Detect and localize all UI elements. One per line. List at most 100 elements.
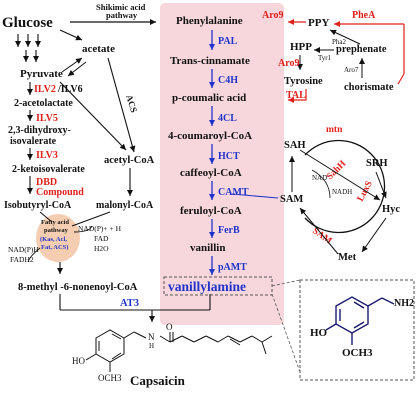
vanillin-label: vanillin — [190, 242, 225, 254]
capsaicin-ho: HO — [72, 356, 85, 366]
ferb-enzyme: FerB — [218, 225, 240, 236]
fatty-acid-enzymes-1: (Kas, Acl, — [40, 236, 67, 243]
pamt-enzyme: pAMT — [218, 262, 247, 273]
capsaicin-h: H — [149, 342, 154, 350]
capsaicin-och3: OCH3 — [98, 373, 122, 383]
ilv5-enzyme: ILV5 — [36, 113, 58, 124]
acetate-to-acetylcoa-arrow — [107, 57, 136, 153]
mtn-enzyme: mtn — [326, 125, 343, 135]
acetate-label: acetate — [82, 43, 115, 55]
pyruvate-acetate-arrow-a — [61, 57, 83, 73]
capsaicin-o: O — [166, 322, 173, 332]
hpp-label: HPP — [290, 41, 312, 53]
ketoisovalerate-label: 2-ketoisovalerate — [12, 164, 85, 175]
phenylalanine-label: Phenylalanine — [176, 15, 243, 27]
aro9-mid-enzyme: Aro9 — [278, 58, 299, 69]
met-to-sam-arrow — [299, 207, 339, 255]
pyruvate-acetate-arrow-b — [67, 61, 87, 77]
phea-enzyme: PheA — [352, 10, 376, 21]
caffeoyl-label: caffeoyl-CoA — [180, 167, 242, 179]
aro7-enzyme: Aro7 — [344, 66, 359, 74]
compound-enzyme: Compound — [36, 187, 84, 198]
acetylcoa-label: acetyl-CoA — [104, 155, 155, 166]
ilv2-enzyme: ILV2 — [34, 84, 56, 95]
isobutyryl-to-fa-line — [39, 211, 53, 223]
coumaroyl-label: 4-coumaroyl-CoA — [168, 130, 252, 142]
hyc-label: Hyc — [382, 204, 400, 215]
pal-enzyme: PAL — [218, 36, 238, 47]
shikimic-label: Shikimic acid — [96, 2, 146, 12]
camt-enzyme: CAMT — [218, 187, 249, 198]
inset-ho: HO — [310, 327, 328, 339]
sam-label: SAM — [280, 194, 303, 205]
sah-label: SAH — [284, 140, 306, 151]
chorismate-label: chorismate — [344, 82, 394, 93]
pyruvate-label: Pyruvate — [20, 68, 63, 80]
luxs-enzyme: LuxS — [356, 180, 375, 204]
methyl-nonenoyl-label: 8-methyl -6-nonenoyl-CoA — [18, 282, 138, 293]
ppy-label: PPY — [308, 17, 329, 29]
h2o-label: H2O — [94, 244, 109, 253]
capsaicin-label: Capsaicin — [130, 373, 186, 388]
aro9-top-enzyme: Aro9 — [262, 10, 283, 21]
capsaicin-structure — [85, 329, 273, 372]
fatty-acid-pathway-ellipse — [36, 214, 80, 262]
4cl-enzyme: 4CL — [218, 113, 237, 124]
pyruvate-to-acetylcoa-arrow — [59, 81, 127, 151]
chorismate-to-phea-line — [397, 73, 405, 85]
dihydroxy-label: 2,3-dihydroxy- — [8, 125, 71, 136]
nadp-curve — [73, 225, 93, 233]
transcinnamate-label: Trans-cinnamate — [170, 55, 250, 67]
capsaicin-n: N — [148, 332, 155, 342]
fatty-acid-label-2: pathway — [44, 227, 69, 234]
isovalerate-label: isovalerate — [10, 136, 57, 147]
srh-label: SRH — [366, 158, 388, 169]
tyrosine-to-pcoumalic-arrow — [288, 89, 307, 103]
vanillylamine-structure — [325, 296, 395, 345]
dbd-enzyme: DBD — [36, 177, 57, 188]
ilv3-enzyme: ILV3 — [36, 150, 58, 161]
tyr1-enzyme: Tyr1 — [318, 54, 332, 62]
inset-nh2: NH2 — [394, 298, 414, 309]
srh-to-hyc-arrow — [375, 171, 387, 199]
fatty-acid-label-1: Fatty acid — [41, 219, 69, 226]
tyrosine-label: Tyrosine — [284, 76, 323, 87]
hyc-to-met-arrow — [361, 217, 387, 253]
shikimic-pathway-label: pathway — [106, 10, 138, 20]
zoom-line-bottom — [271, 293, 301, 373]
sah-to-hyc-arrow — [299, 149, 381, 201]
sam-cycle-arc — [304, 139, 386, 234]
pcoumalic-label: p-coumalic acid — [172, 92, 246, 104]
tal-enzyme: TAL — [286, 90, 306, 101]
pha2-enzyme: Pha2 — [332, 38, 347, 46]
nad-label: NAD — [312, 174, 327, 182]
fad-label: FAD — [94, 234, 109, 243]
camt-to-sam-line — [231, 193, 279, 199]
nadh-label: NADH — [332, 188, 352, 196]
malonyl-to-fa-line — [71, 211, 111, 227]
nadph-label: NAD(P)H — [8, 245, 39, 254]
feruloyl-label: feruloyl-CoA — [180, 205, 242, 217]
nadph-curve — [27, 247, 41, 263]
vanillylamine-inset-box — [299, 279, 415, 381]
acs-label: ACS — [124, 94, 139, 114]
prephenate-to-ppy-arrow — [329, 29, 361, 45]
acetolactate-label: 2-acetolactate — [14, 98, 73, 109]
hct-enzyme: HCT — [218, 151, 240, 162]
ilv6-enzyme: /ILV6 — [57, 84, 83, 95]
glucose-to-acetate-arrow — [59, 29, 83, 41]
fadh-label: FADH2 — [10, 255, 34, 264]
central-pathway-panel — [160, 3, 284, 325]
nadp-label: NAD(P)+ + H — [78, 224, 122, 233]
c4h-enzyme: C4H — [218, 75, 238, 86]
nad-curve — [311, 169, 331, 199]
inset-och3: OCH3 — [342, 347, 373, 359]
glucose-label: Glucose — [2, 15, 53, 31]
malonyl-label: malonyl-CoA — [96, 200, 154, 211]
met-label: Met — [338, 252, 357, 263]
vanillylamine-label: vanillylamine — [168, 279, 246, 294]
fatty-acid-enzymes-2: Fat, ACS) — [41, 244, 68, 251]
at3-enzyme: AT3 — [120, 298, 139, 309]
prephenate-label: prephenate — [336, 44, 387, 55]
